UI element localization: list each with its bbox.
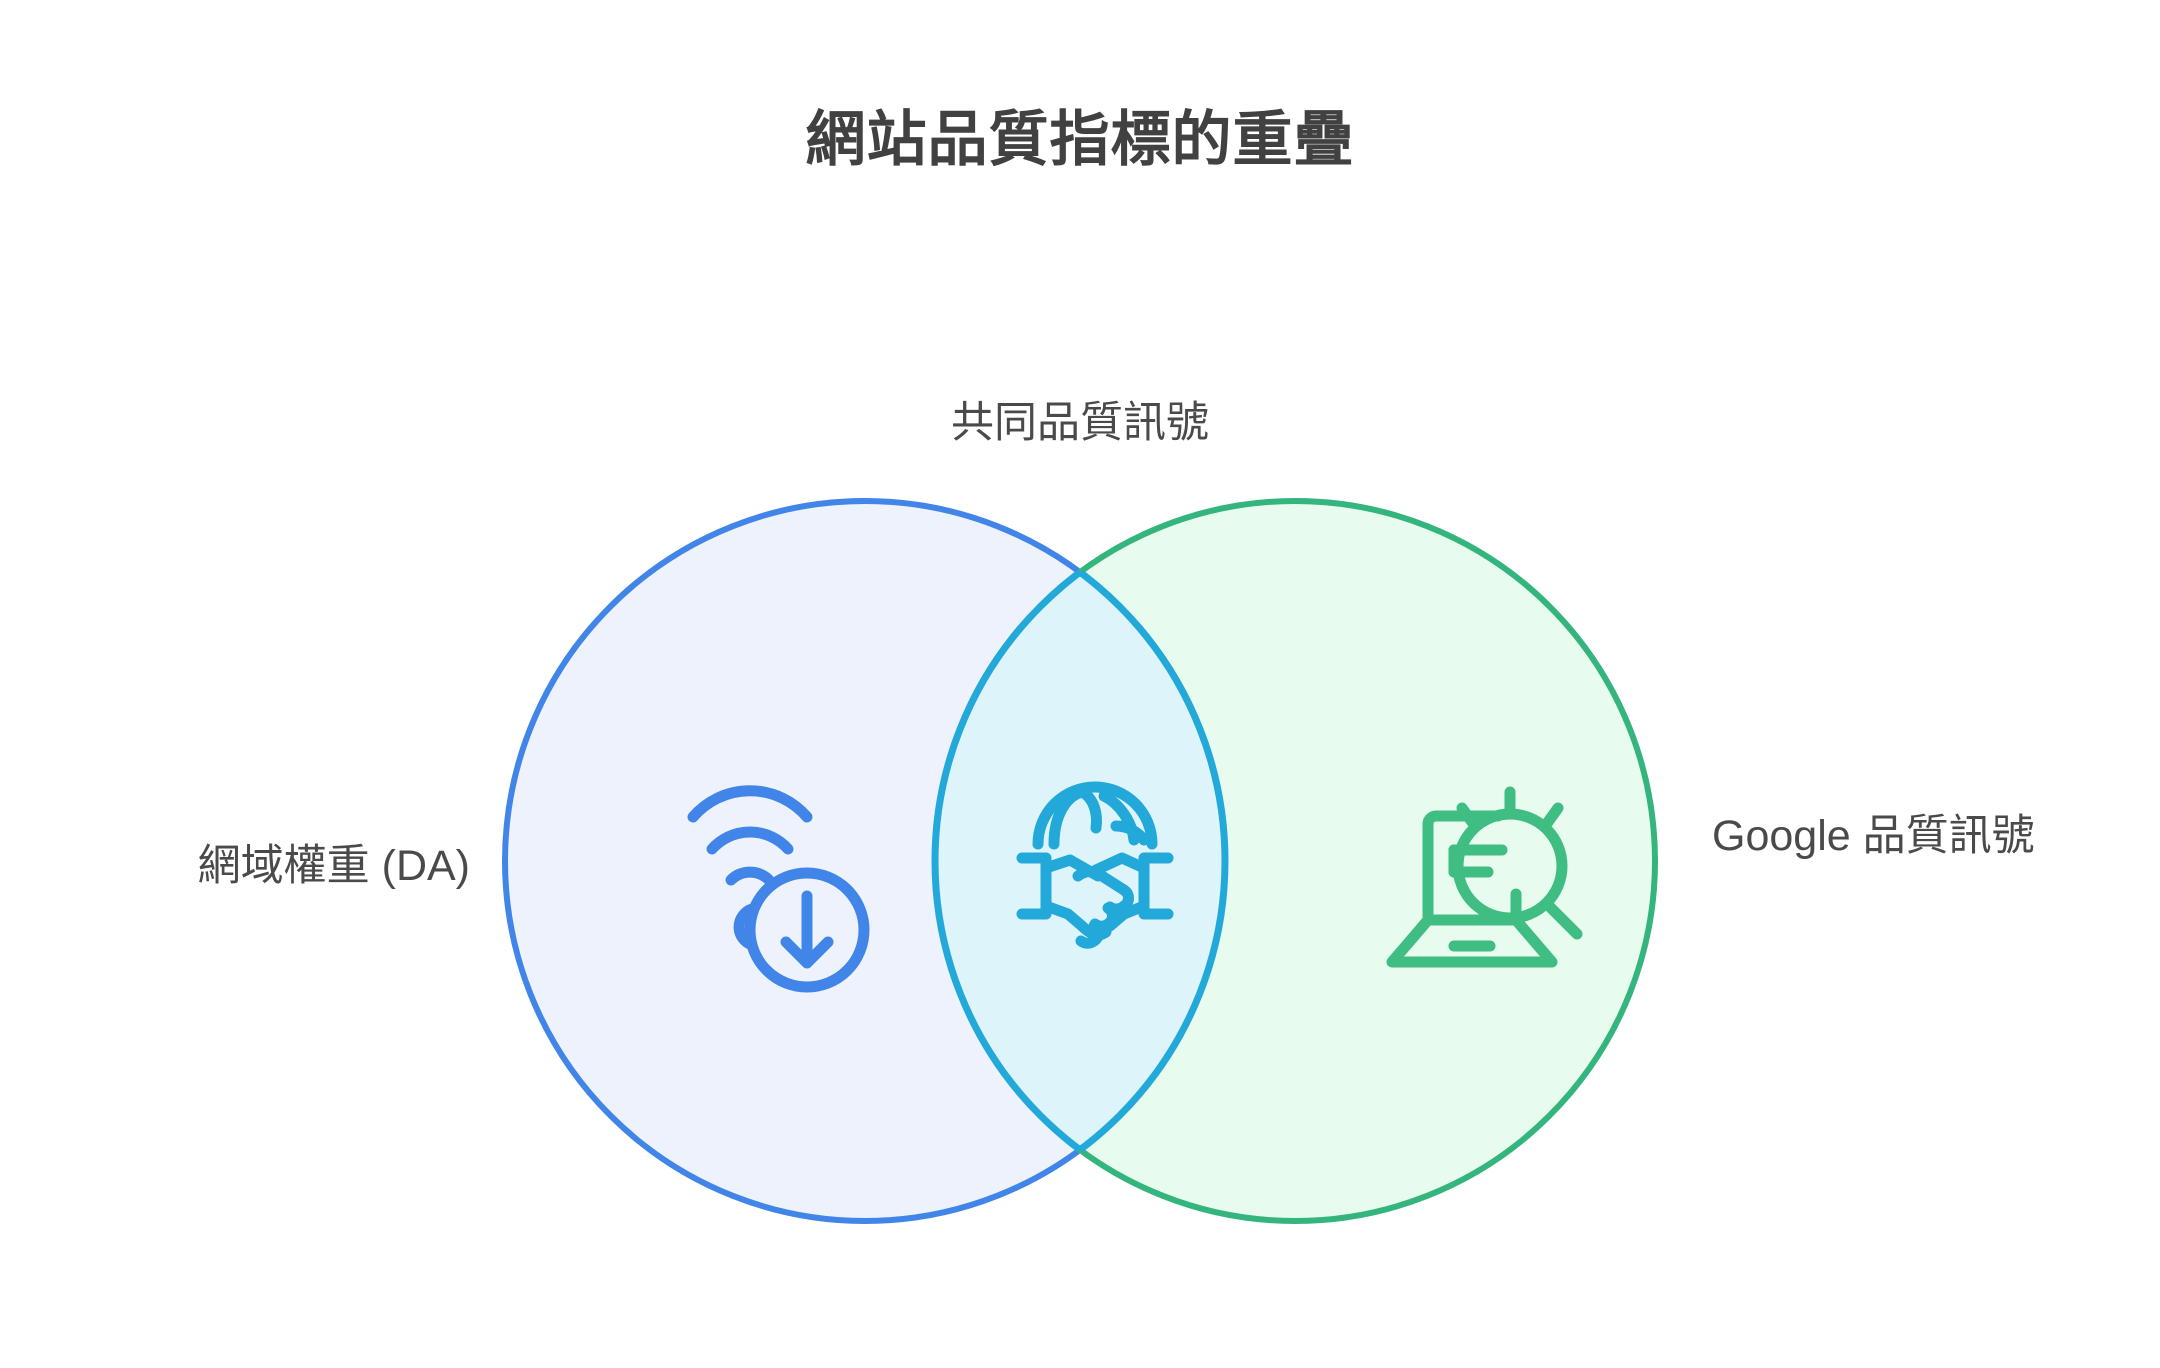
handshake-globe-icon: [1016, 781, 1174, 949]
laptop-search-icon: [1386, 786, 1583, 968]
venn-left-set-label: 網域權重 (DA): [197, 842, 470, 890]
venn-overlap-arc: [935, 501, 1229, 1221]
page-title: 網站品質指標的重疊: [805, 106, 1355, 173]
venn-right-set-label: Google 品質訊號: [1712, 812, 2035, 860]
venn-overlap-region[interactable]: [931, 501, 1655, 1221]
venn-intersection-label: 共同品質訊號: [951, 399, 1209, 447]
wifi-download-icon: [687, 785, 870, 993]
